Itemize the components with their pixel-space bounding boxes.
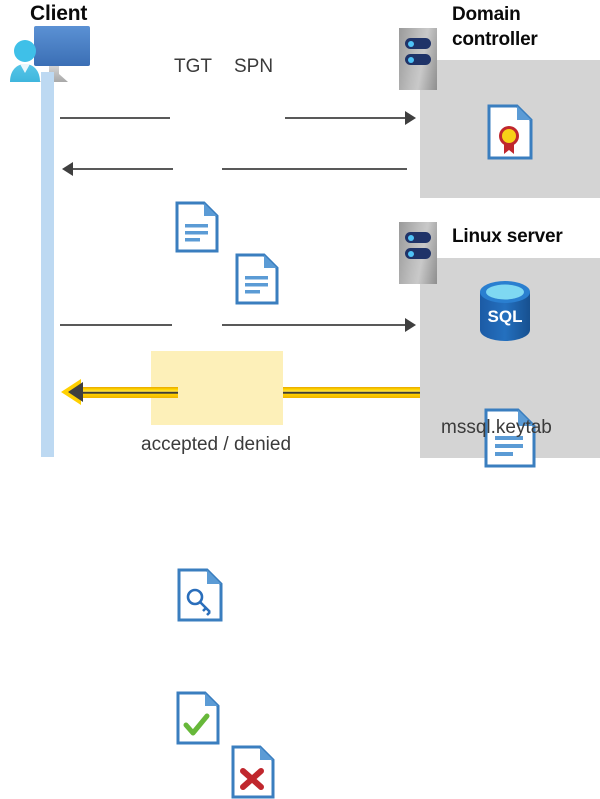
denied-document-icon <box>231 745 600 799</box>
tgt-label: TGT <box>174 56 212 77</box>
keytab-document-icon <box>484 408 600 468</box>
tgt-document-icon <box>175 201 600 253</box>
message-3-arrow-segment <box>60 324 172 326</box>
accepted-document-icon <box>176 691 600 745</box>
message-4-arrow-segment <box>283 387 420 398</box>
domain-controller-title-line1: Domain <box>452 4 521 25</box>
spn-label: SPN <box>234 56 274 77</box>
message-1-arrow-segment <box>285 117 405 119</box>
user-at-monitor-icon <box>8 24 100 86</box>
mssql-keytab-label: mssql.keytab <box>441 417 552 438</box>
message-4-arrow-segment <box>78 387 178 398</box>
sql-database-icon: SQL <box>477 280 533 342</box>
accepted-denied-label: accepted / denied <box>141 434 292 455</box>
message-2-arrow-segment <box>73 168 173 170</box>
message-1-arrowhead <box>405 111 416 125</box>
key-document-icon <box>177 568 600 622</box>
domain-controller-title: Domain controller <box>452 2 592 52</box>
client-lifeline <box>41 72 54 457</box>
domain-controller-title-line2: controller <box>452 29 538 50</box>
spn-document-icon <box>235 253 600 305</box>
message-1-arrow-segment <box>60 117 170 119</box>
client-title: Client <box>30 2 88 25</box>
server-rack-icon <box>399 28 437 90</box>
message-3-arrow-segment <box>222 324 405 326</box>
message-2-arrowhead <box>62 162 73 176</box>
certificate-document-icon <box>487 104 600 160</box>
message-4-arrowhead-inner <box>68 382 83 402</box>
svg-text:SQL: SQL <box>488 307 523 326</box>
linux-server-title: Linux server <box>452 226 563 247</box>
message-2-arrow-segment <box>222 168 407 170</box>
message-3-arrowhead <box>405 318 416 332</box>
server-rack-icon <box>399 222 437 284</box>
